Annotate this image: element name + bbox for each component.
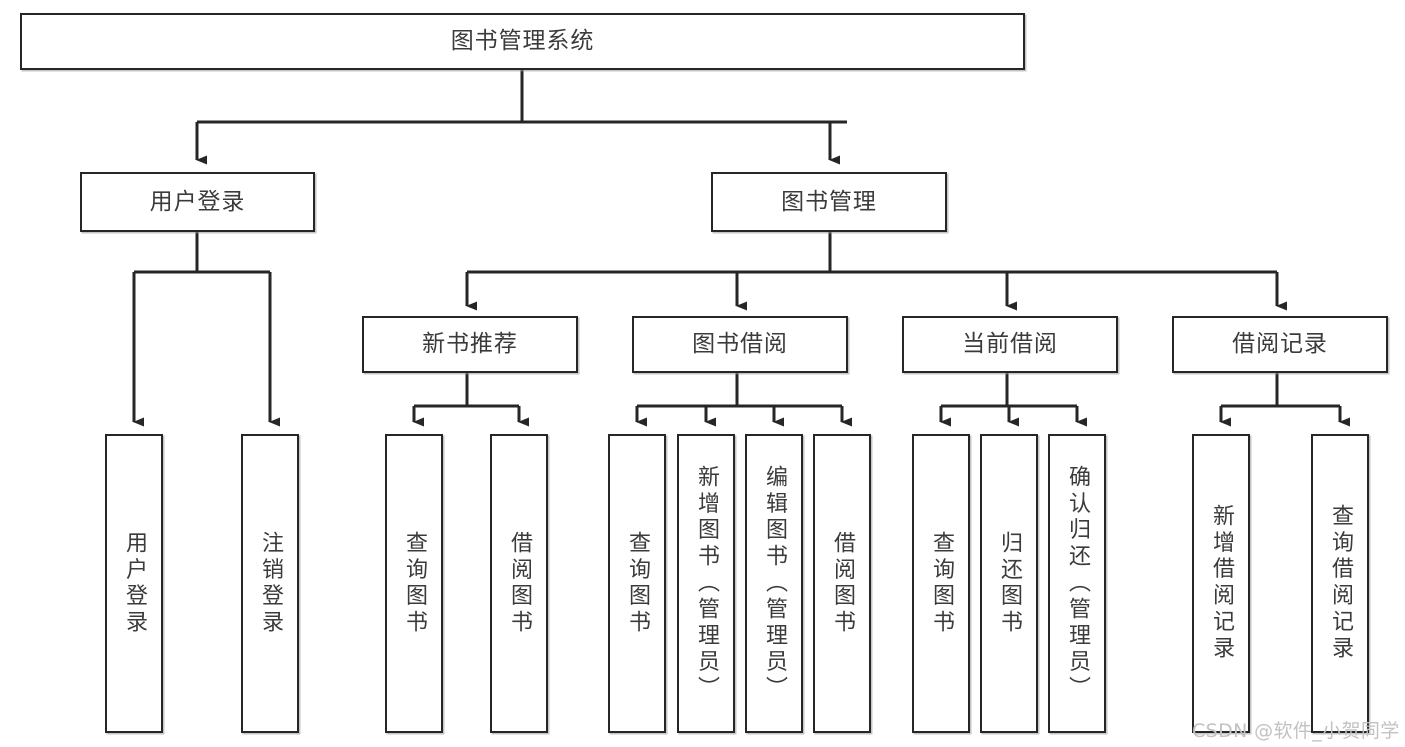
node-label: 查询图书 — [402, 530, 427, 637]
node-leaf-edit-book[interactable]: 编辑图书（管理员） — [745, 434, 803, 733]
node-leaf-logout[interactable]: 注销登录 — [241, 434, 299, 733]
node-borrow-record[interactable]: 借阅记录 — [1172, 316, 1388, 373]
node-label: 查询图书 — [625, 530, 650, 637]
node-leaf-add-record[interactable]: 新增借阅记录 — [1192, 434, 1250, 733]
node-label: 查询借阅记录 — [1328, 504, 1353, 663]
node-label: 编辑图书（管理员） — [762, 464, 787, 703]
node-label: 用户登录 — [122, 530, 147, 637]
node-label: 当前借阅 — [962, 331, 1058, 358]
node-current-borrow[interactable]: 当前借阅 — [902, 316, 1118, 373]
node-user-login[interactable]: 用户登录 — [80, 172, 315, 232]
node-label: 图书管理 — [781, 188, 877, 215]
node-label: 借阅图书 — [830, 530, 855, 637]
node-leaf-confirm-return[interactable]: 确认归还（管理员） — [1048, 434, 1106, 733]
node-leaf-return-book[interactable]: 归还图书 — [980, 434, 1038, 733]
node-label: 新增借阅记录 — [1209, 504, 1234, 663]
node-label: 注销登录 — [258, 530, 283, 637]
node-label: 借阅图书 — [507, 530, 532, 637]
node-label: 借阅记录 — [1232, 331, 1328, 358]
node-leaf-query-book-2[interactable]: 查询图书 — [608, 434, 666, 733]
node-label: 新书推荐 — [422, 331, 518, 358]
node-label: 查询图书 — [929, 530, 954, 637]
node-book-borrow[interactable]: 图书借阅 — [632, 316, 848, 373]
node-leaf-query-record[interactable]: 查询借阅记录 — [1311, 434, 1369, 733]
node-leaf-add-book[interactable]: 新增图书（管理员） — [677, 434, 735, 733]
node-label: 图书管理系统 — [450, 28, 595, 55]
node-book-management[interactable]: 图书管理 — [711, 172, 947, 232]
node-leaf-query-book-1[interactable]: 查询图书 — [385, 434, 443, 733]
csdn-watermark: CSDN @软件_小贺同学 — [1192, 720, 1400, 742]
node-label: 归还图书 — [997, 530, 1022, 637]
node-leaf-query-book-3[interactable]: 查询图书 — [912, 434, 970, 733]
node-new-book-recommend[interactable]: 新书推荐 — [362, 316, 578, 373]
node-leaf-borrow-book-1[interactable]: 借阅图书 — [490, 434, 548, 733]
node-root-book-management-system[interactable]: 图书管理系统 — [20, 13, 1025, 70]
node-leaf-borrow-book-2[interactable]: 借阅图书 — [813, 434, 871, 733]
node-label: 用户登录 — [149, 188, 246, 215]
node-leaf-user-login[interactable]: 用户登录 — [105, 434, 163, 733]
node-label: 新增图书（管理员） — [694, 464, 719, 703]
node-label: 图书借阅 — [692, 331, 788, 358]
node-label: 确认归还（管理员） — [1065, 464, 1090, 703]
